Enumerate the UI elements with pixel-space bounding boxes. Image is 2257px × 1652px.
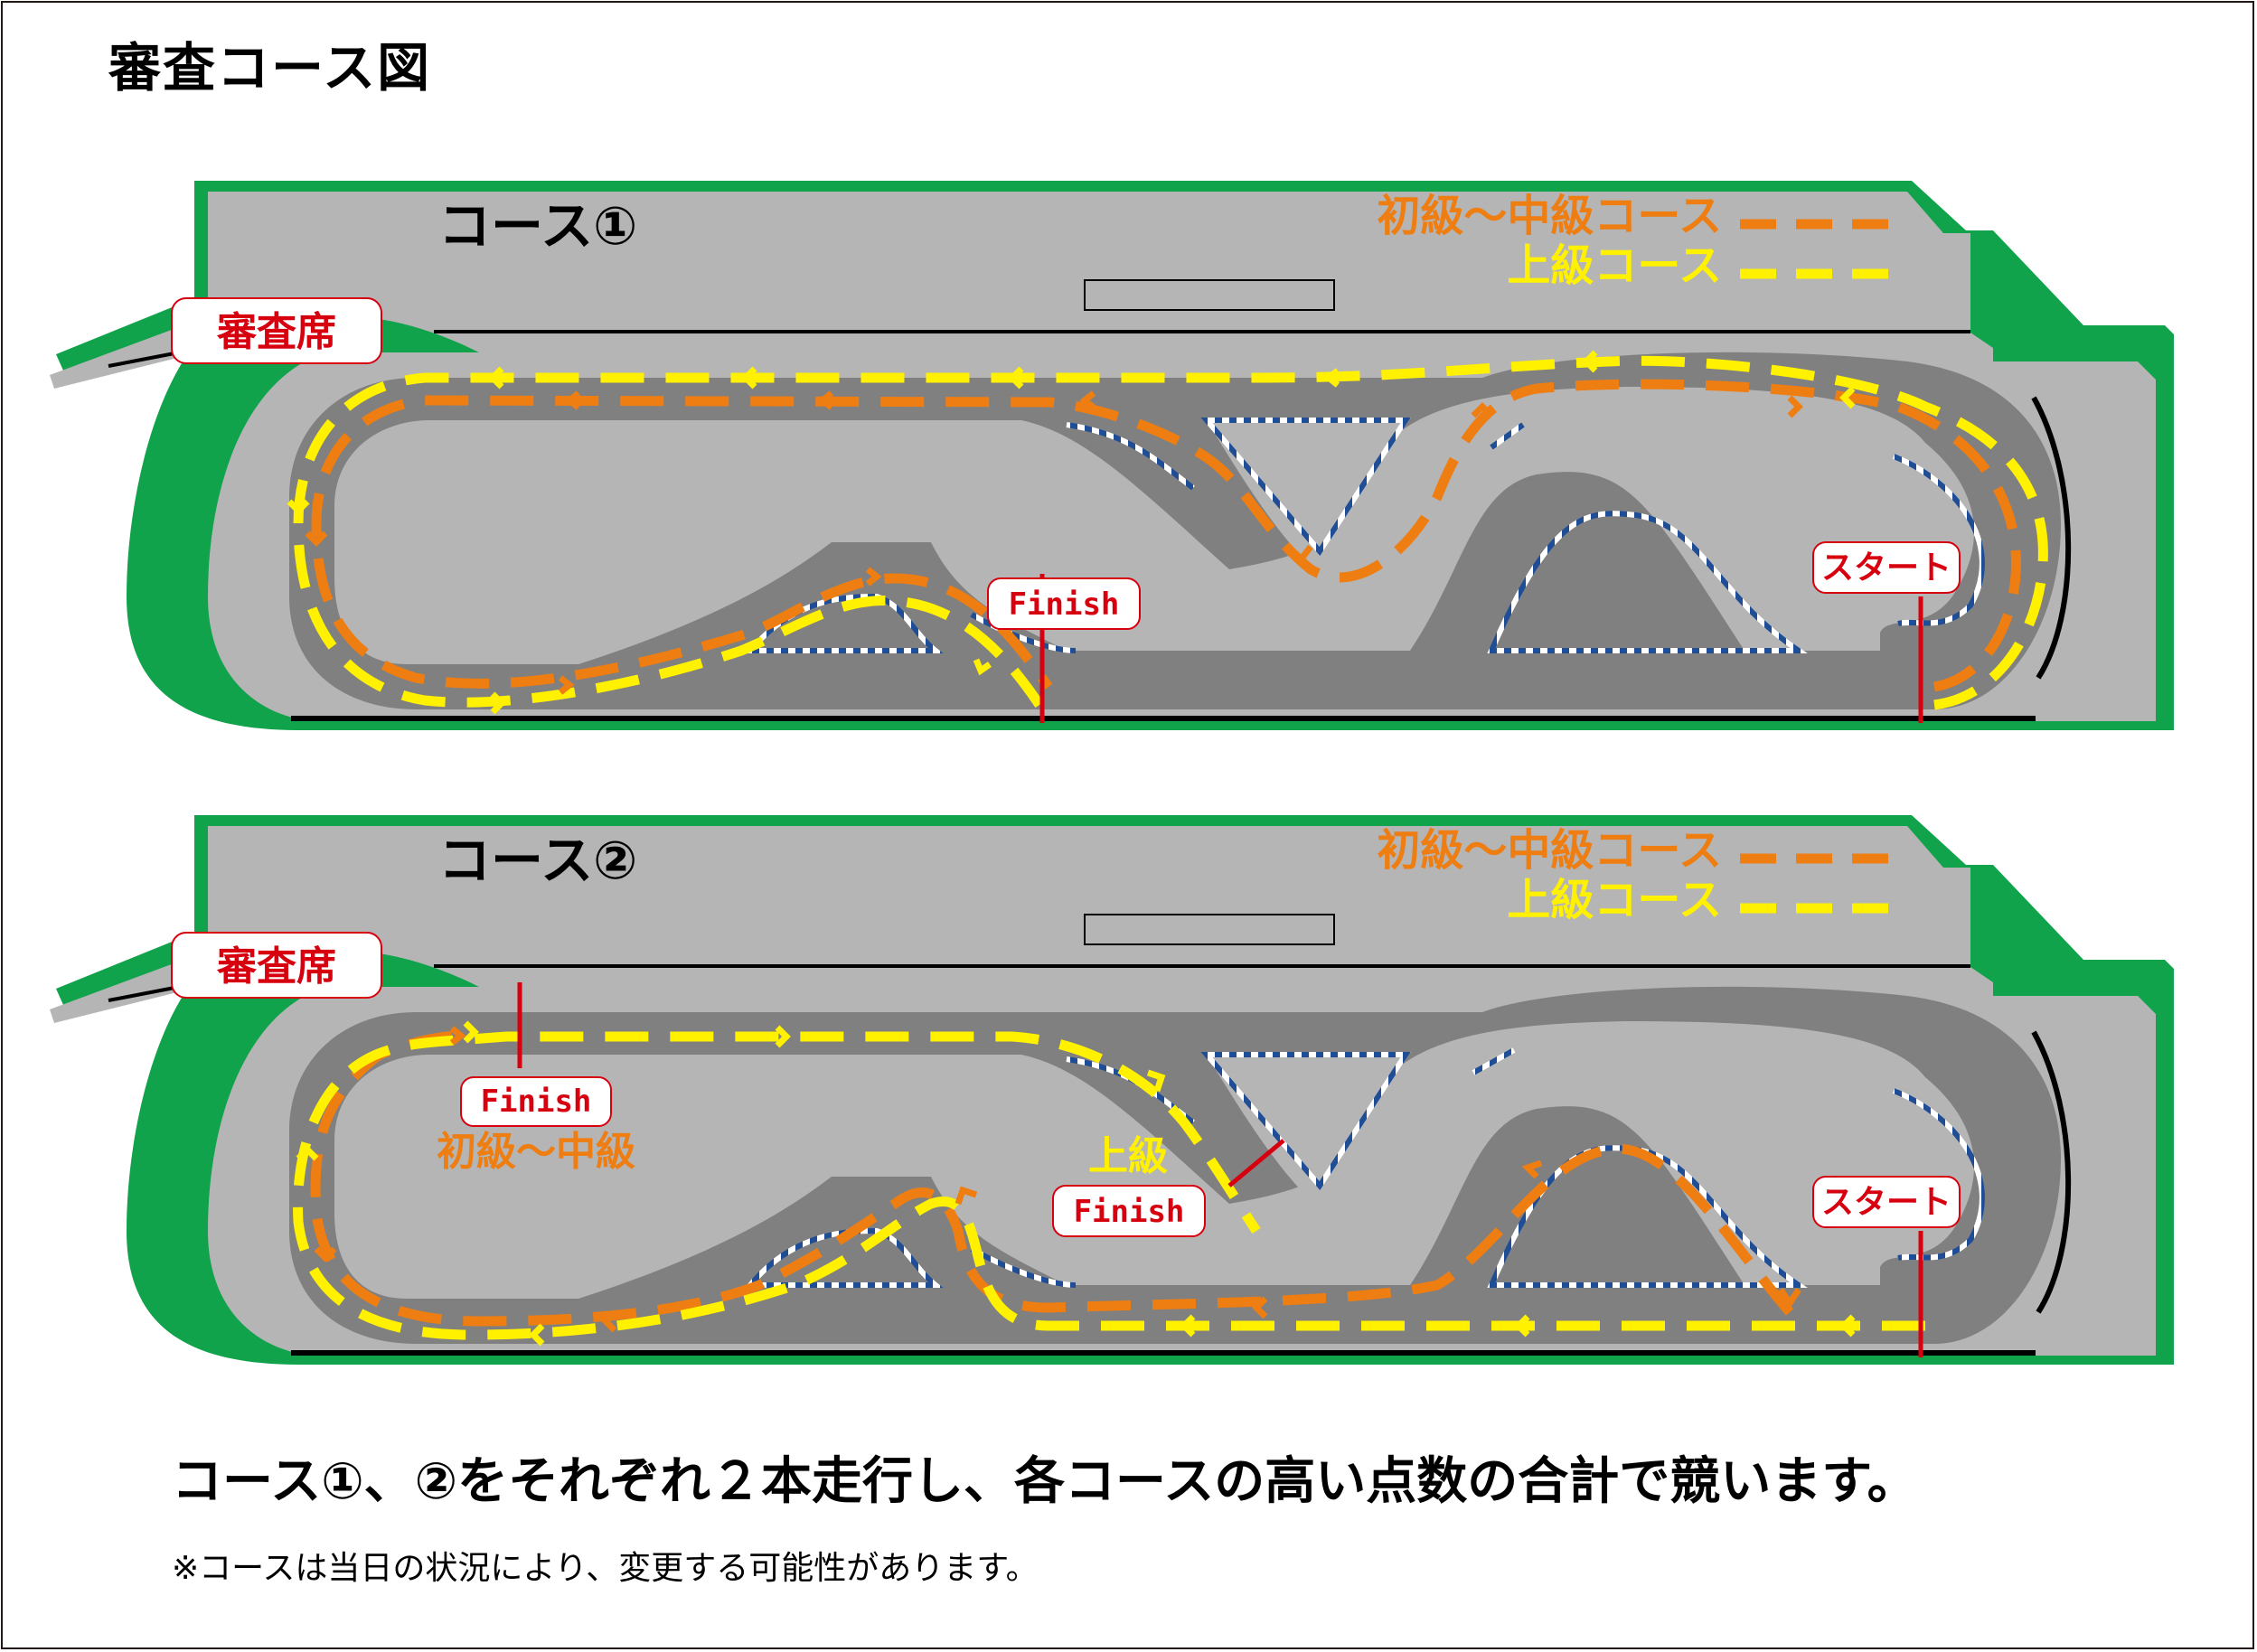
finish-advanced-caption: 上級 bbox=[1088, 1133, 1168, 1179]
course-name: コース② bbox=[438, 830, 637, 891]
inner-triangle bbox=[1207, 420, 1406, 569]
legend-advanced-label: 上級コース bbox=[1507, 875, 1722, 925]
course-name: コース① bbox=[438, 195, 637, 257]
inner-triangle bbox=[1207, 1055, 1406, 1204]
legend-advanced-label: 上級コース bbox=[1507, 240, 1722, 291]
grandstand-box bbox=[1084, 279, 1335, 311]
start-label: スタート bbox=[1821, 549, 1951, 587]
infield bbox=[334, 1021, 1974, 1299]
start-label: スタート bbox=[1821, 1184, 1951, 1221]
beginner-route-line bbox=[311, 379, 2021, 692]
direction-arrows bbox=[296, 1020, 1856, 1347]
grandstand-box bbox=[1084, 914, 1335, 945]
finish-advanced-label: Finish bbox=[1074, 1194, 1185, 1230]
finish-beginner-caption: 初級〜中級 bbox=[437, 1129, 635, 1175]
judge-seat-label: 審査席 bbox=[216, 309, 336, 355]
footer-note: ※コースは当日の状況により、変更する可能性があります。 bbox=[172, 1550, 1039, 1587]
direction-arrows bbox=[287, 350, 1856, 715]
advanced-route-line bbox=[293, 1031, 1925, 1340]
finish-label: Finish bbox=[1009, 587, 1120, 623]
page-title: 審査コース図 bbox=[108, 37, 432, 99]
beginner-route-line bbox=[310, 1030, 1794, 1327]
course-1-map: コース① 初級〜中級コース 上級コース 審査席 Finish スタート bbox=[50, 181, 2174, 730]
footer-main-text: コース①、②をそれぞれ２本走行し、各コースの高い点数の合計で競います。 bbox=[172, 1452, 1918, 1511]
course-2-map: コース② 初級〜中級コース 上級コース 審査席 Finish 初級〜中級 上級 … bbox=[50, 815, 2174, 1365]
legend-beginner-label: 初級〜中級コース bbox=[1377, 191, 1722, 241]
judge-seat-label: 審査席 bbox=[216, 943, 336, 990]
infield bbox=[334, 387, 1974, 664]
legend-beginner-label: 初級〜中級コース bbox=[1377, 825, 1722, 876]
advanced-route-line bbox=[293, 355, 2048, 710]
finish-beginner-label: Finish bbox=[481, 1084, 592, 1120]
